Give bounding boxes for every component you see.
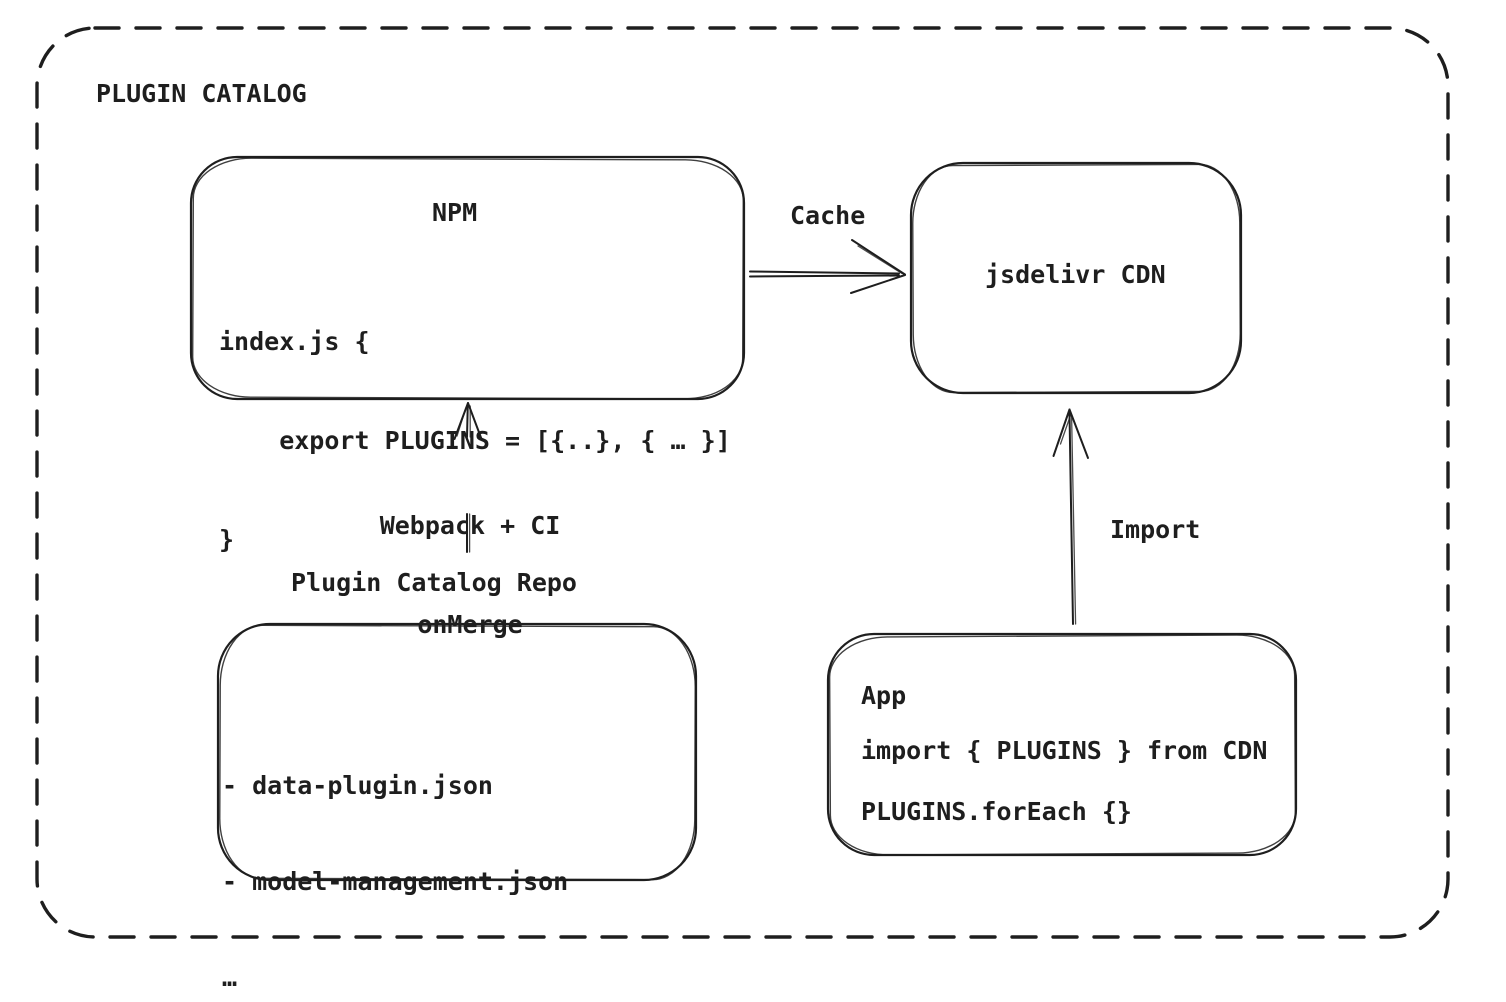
npm-node-box: [189, 155, 746, 401]
build-edge-label-line1: Webpack + CI: [379, 511, 561, 540]
repo-node-label: Plugin Catalog Repo: [291, 568, 577, 597]
app-node-box: [826, 632, 1298, 857]
catalog-title: PLUGIN CATALOG: [96, 79, 307, 108]
npm-code-line: index.js {: [219, 327, 370, 356]
repo-file-item: - model-management.json: [222, 867, 569, 896]
build-edge-label-line2: onMerge: [417, 610, 523, 639]
build-arrow-connector: [466, 513, 471, 553]
build-arrow: [453, 402, 483, 440]
import-edge-label: Import: [1110, 515, 1201, 544]
npm-code-block: index.js { export PLUGINS = [{..}, { … }…: [219, 259, 731, 622]
import-arrow: [1052, 408, 1089, 625]
cache-edge-label: Cache: [790, 201, 866, 230]
cache-arrow: [749, 239, 906, 294]
build-edge-label: Webpack + CI onMerge: [320, 443, 620, 707]
npm-code-line: }: [219, 525, 235, 554]
repo-file-item: - data-plugin.json: [222, 771, 493, 800]
repo-file-list: - data-plugin.json - model-management.js…: [222, 706, 568, 1002]
repo-file-item: …: [222, 963, 238, 992]
npm-node-title: NPM: [432, 198, 478, 227]
app-code-line: PLUGINS.forEach {}: [861, 797, 1132, 826]
catalog-boundary: [35, 26, 1450, 939]
cdn-node-label: jsdelivr CDN: [985, 260, 1166, 289]
npm-code-line: export PLUGINS = [{..}, { … }]: [219, 426, 731, 455]
app-node-title: App: [861, 681, 907, 710]
cdn-node-box: [909, 161, 1243, 395]
repo-node-box: [216, 622, 698, 882]
app-code-line: import { PLUGINS } from CDN: [861, 736, 1268, 765]
